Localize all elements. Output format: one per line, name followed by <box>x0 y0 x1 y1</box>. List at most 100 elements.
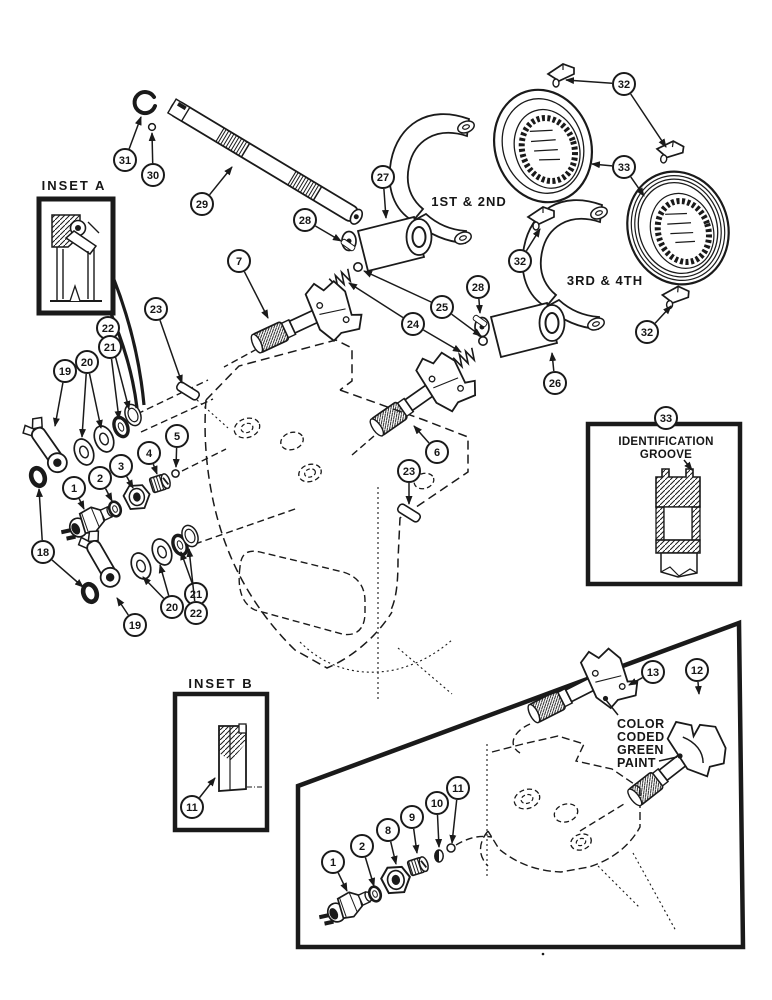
fork-1st-2nd-label: 1ST & 2ND <box>431 194 506 209</box>
shift-fork-1st-2nd-part-27 <box>341 113 477 272</box>
snap-ring-part-31 <box>132 90 157 116</box>
svg-text:33: 33 <box>618 162 630 174</box>
svg-text:8: 8 <box>385 825 391 837</box>
callout-9-36: 9 <box>400 805 424 854</box>
callout-6-13: 6 <box>413 425 449 464</box>
detent-ball-part-25-a <box>352 261 363 272</box>
callout-4-24: 4 <box>137 441 161 475</box>
color-coded-leader-lines <box>602 695 683 762</box>
svg-text:3: 3 <box>118 461 124 473</box>
callout-11-32: 11 <box>180 777 216 819</box>
svg-text:33: 33 <box>660 413 672 425</box>
callout-32-30: 32 <box>635 305 672 344</box>
svg-text:7: 7 <box>236 256 242 268</box>
callout-13-39: 13 <box>628 660 665 686</box>
svg-text:1: 1 <box>71 483 77 495</box>
callout-8-35: 8 <box>376 818 400 865</box>
svg-text:20: 20 <box>81 357 93 369</box>
detent-ball-part-30 <box>147 122 157 132</box>
callout-29-2: 29 <box>190 166 233 216</box>
shift-rail-part-29 <box>166 98 364 225</box>
callout-21-17: 21 <box>98 335 122 420</box>
callout-32-5: 32 <box>565 72 667 148</box>
washer-part-20-a <box>69 435 99 469</box>
svg-text:30: 30 <box>147 170 159 182</box>
fork-3rd-4th-label: 3RD & 4TH <box>567 273 643 288</box>
snap-ring-part-18-a <box>29 466 47 487</box>
inset-b-panel <box>172 691 270 833</box>
disc-part-10 <box>434 849 444 863</box>
svg-text:21: 21 <box>104 342 116 354</box>
svg-text:10: 10 <box>431 798 443 810</box>
shift-key-part-32-b <box>654 138 686 167</box>
svg-text:26: 26 <box>549 378 561 390</box>
shifter-lever-part-19-b <box>74 526 128 592</box>
svg-text:23: 23 <box>150 304 162 316</box>
svg-text:18: 18 <box>37 547 49 559</box>
stray-dot <box>541 952 545 956</box>
svg-text:29: 29 <box>196 199 208 211</box>
callout-23-15: 23 <box>397 459 421 505</box>
callout-22-16: 22 <box>96 316 131 410</box>
svg-text:24: 24 <box>407 319 420 331</box>
callout-2-22: 2 <box>88 466 113 502</box>
shifter-cam-shaft-part-7 <box>239 270 368 374</box>
svg-text:22: 22 <box>102 323 114 335</box>
svg-text:22: 22 <box>190 608 202 620</box>
assembly-axis-dashed-lines <box>136 348 382 545</box>
callout-18-20: 18 <box>31 488 84 588</box>
callout-28-8: 28 <box>466 275 490 314</box>
svg-text:11: 11 <box>452 783 464 795</box>
callout-19-19: 19 <box>52 359 77 427</box>
inset-b-label: INSET B <box>188 676 253 691</box>
plug-part-4 <box>148 471 173 494</box>
transmission-case-dashed-outline <box>196 339 469 702</box>
svg-text:4: 4 <box>146 448 153 460</box>
callout-5-25: 5 <box>165 424 189 468</box>
svg-text:25: 25 <box>436 302 448 314</box>
callout-layer: 3130292728323332282524267623232221201918… <box>31 72 709 892</box>
svg-text:12: 12 <box>691 665 703 677</box>
svg-text:20: 20 <box>166 602 178 614</box>
callout-19-26: 19 <box>116 597 147 637</box>
callout-32-7: 32 <box>508 228 541 273</box>
washer-part-20-c <box>126 549 156 583</box>
callout-23-14: 23 <box>144 297 183 384</box>
groove-pointer-arrow <box>683 459 693 471</box>
dowel-pin-part-23-a <box>174 380 202 402</box>
svg-text:32: 32 <box>641 327 653 339</box>
identification-groove-panel <box>585 421 743 587</box>
callout-3-23: 3 <box>109 454 134 489</box>
svg-text:28: 28 <box>299 215 311 227</box>
svg-text:21: 21 <box>190 589 202 601</box>
callout-26-11: 26 <box>543 352 567 395</box>
svg-text:19: 19 <box>59 366 71 378</box>
callout-25-9: 25 <box>363 270 482 337</box>
callout-7-12: 7 <box>227 249 269 319</box>
svg-text:32: 32 <box>618 79 630 91</box>
bottom-inset-panel <box>295 619 746 950</box>
detent-ball-part-25-b <box>477 335 488 346</box>
svg-text:28: 28 <box>472 282 484 294</box>
callout-20-18: 20 <box>75 350 103 438</box>
callout-22-29: 22 <box>184 548 208 625</box>
svg-text:31: 31 <box>119 155 131 167</box>
synchronizer-ring-part-33-right <box>626 170 730 286</box>
callout-12-40: 12 <box>685 658 709 695</box>
svg-text:23: 23 <box>403 466 415 478</box>
callout-1-21: 1 <box>62 476 86 510</box>
callout-2-34: 2 <box>350 834 376 887</box>
svg-text:19: 19 <box>129 620 141 632</box>
shift-key-part-32-d <box>660 284 691 312</box>
svg-text:1: 1 <box>330 857 336 869</box>
svg-text:13: 13 <box>647 667 659 679</box>
callout-30-1: 30 <box>141 132 165 187</box>
shifter-lever-part-19-a <box>18 413 75 478</box>
callout-20-27: 20 <box>142 564 184 619</box>
callout-1-33: 1 <box>321 850 348 892</box>
inset-a-label: INSET A <box>42 178 107 193</box>
shifter-cam-shaft-part-12 <box>627 720 727 807</box>
